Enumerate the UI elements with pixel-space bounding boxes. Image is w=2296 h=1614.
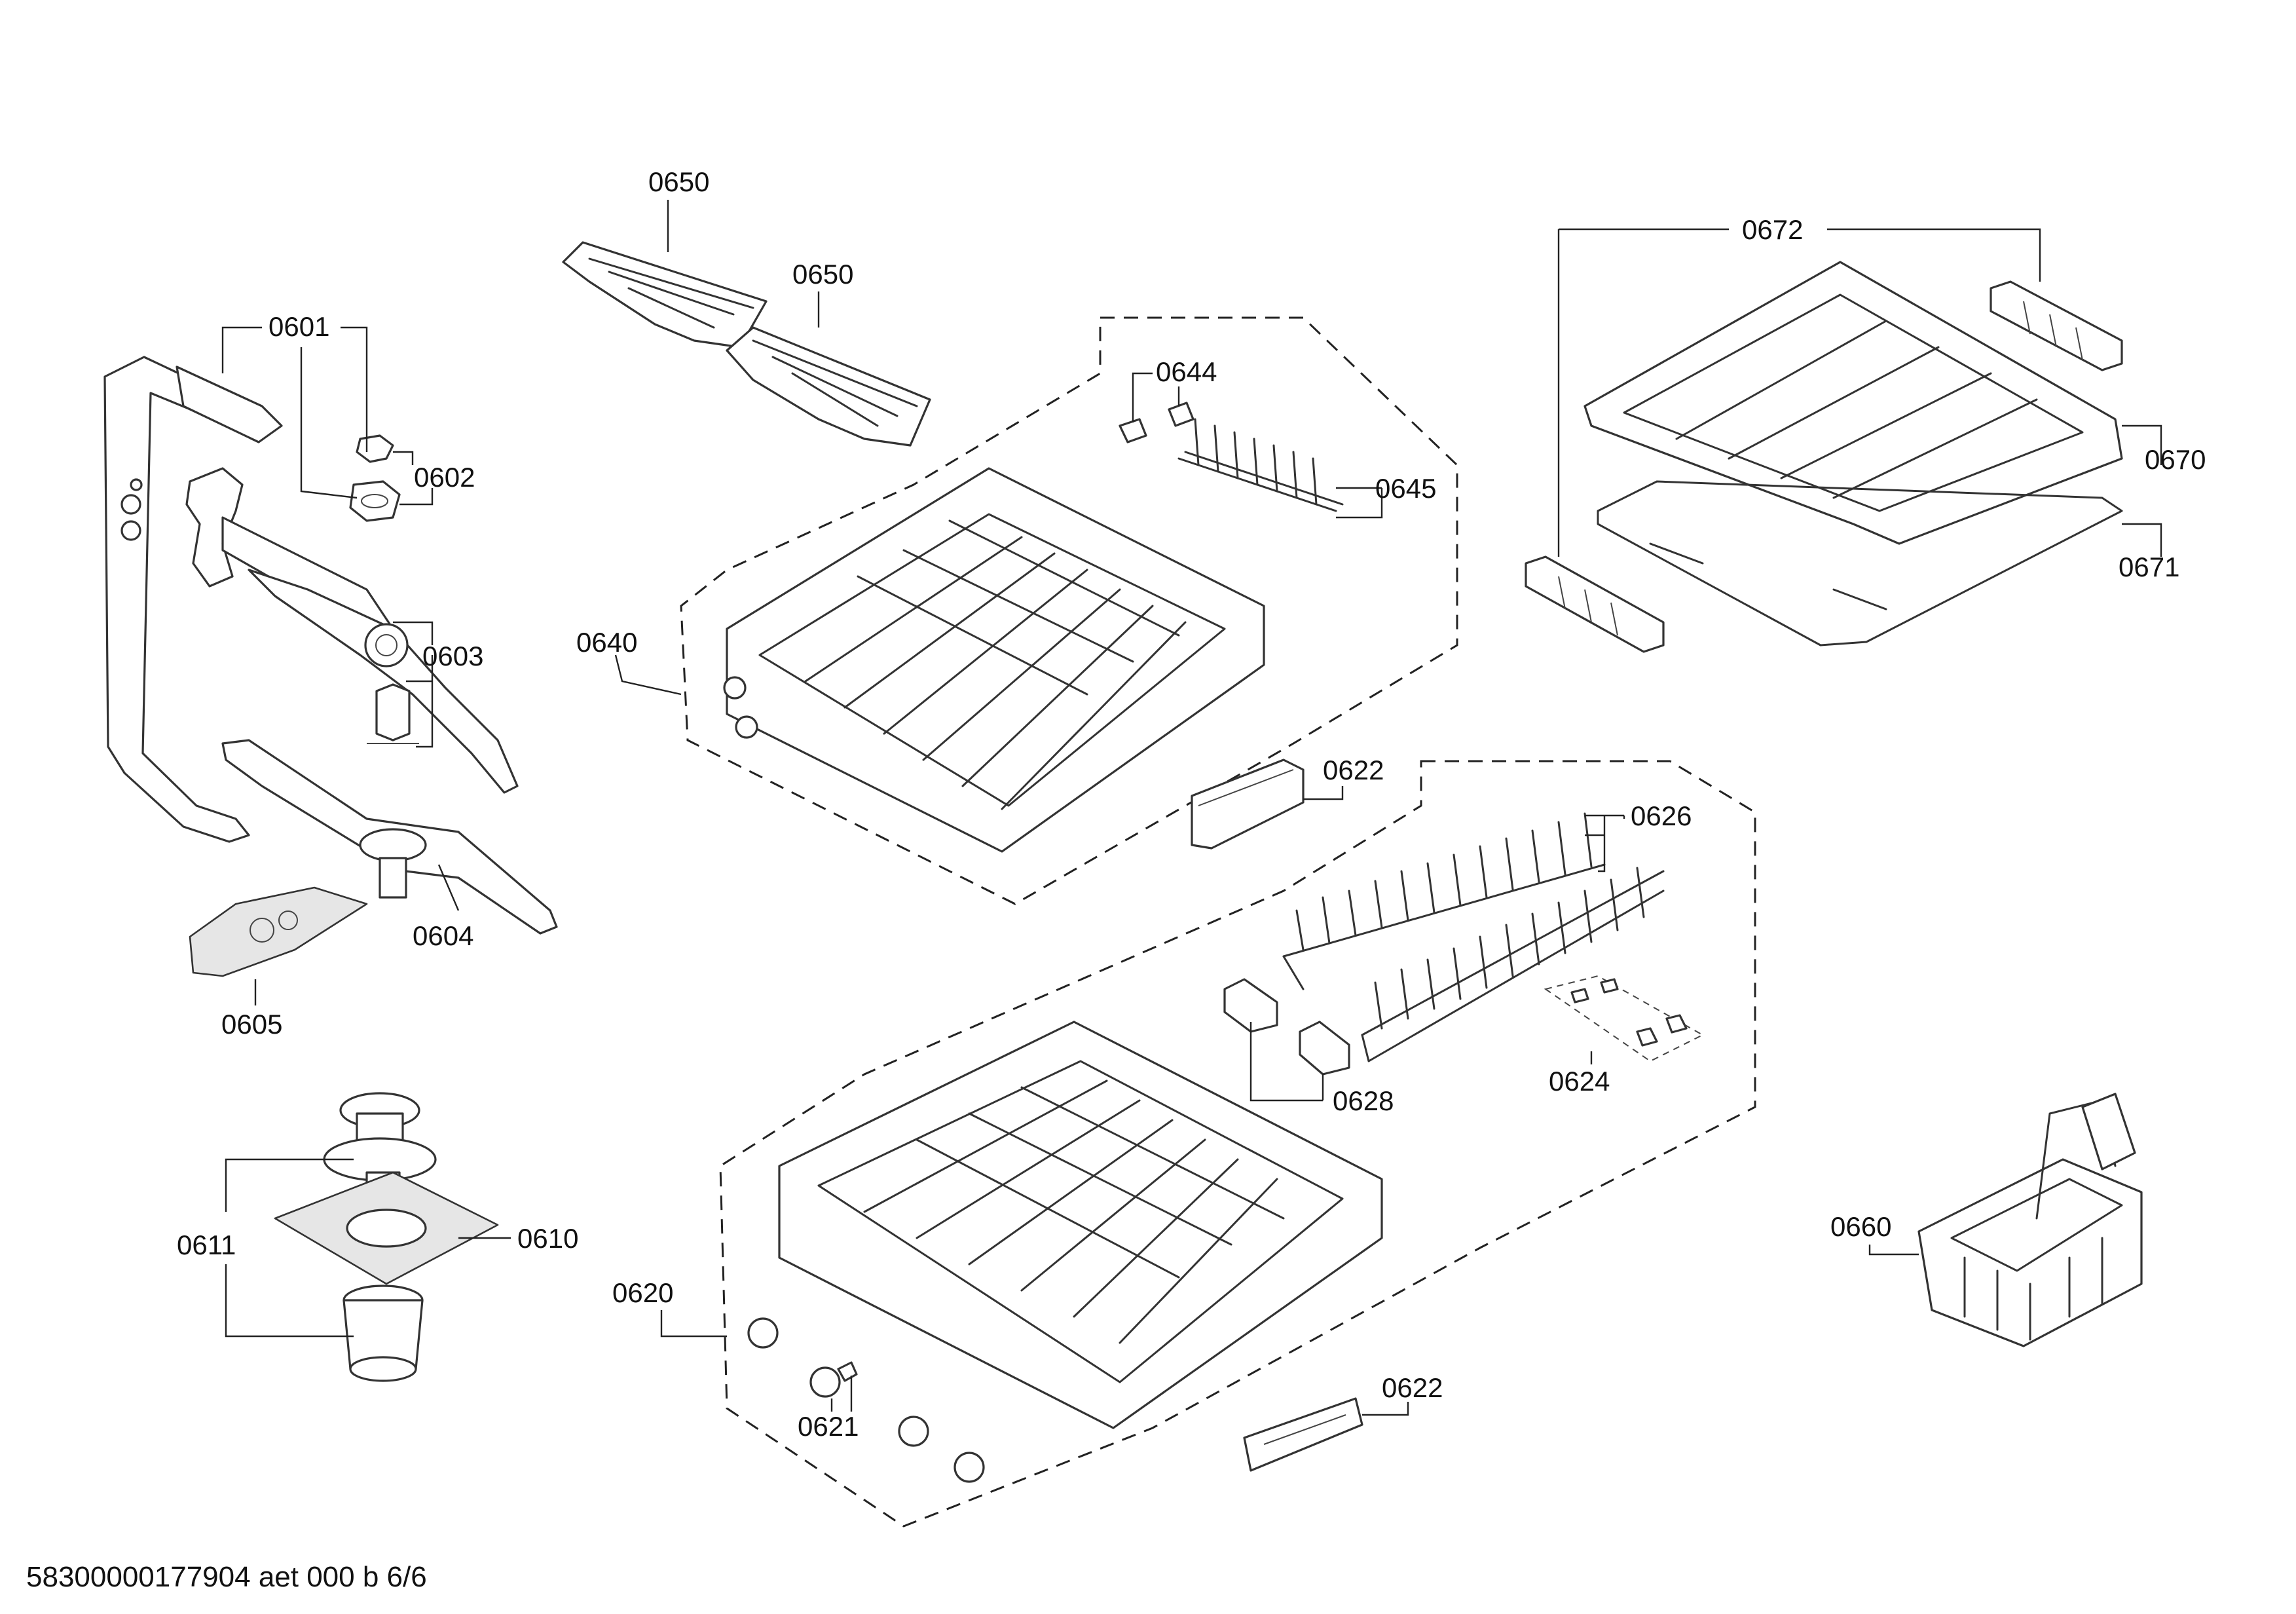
label-0602: 0602: [414, 462, 475, 493]
clip-0644: [1119, 402, 1194, 443]
label-0640: 0640: [576, 627, 637, 658]
label-0611: 0611: [177, 1229, 236, 1260]
leader-0628: [1250, 1022, 1324, 1102]
label-0645: 0645: [1375, 473, 1436, 504]
lower-spray-arm: [221, 739, 558, 935]
tray-rail-right-0672: [1990, 280, 2123, 371]
cutlery-tray-0670: [1583, 261, 2123, 545]
cup-shelf-0650-lower: [726, 326, 931, 447]
label-0650-lower: 0650: [792, 259, 853, 290]
mounting-bracket-0601: [349, 434, 401, 522]
leader-0626: [1585, 814, 1625, 873]
drawing-reference-footer: 58300000177904 aet 000 b 6/6: [26, 1561, 427, 1593]
leader-0670: [2122, 424, 2162, 465]
leader-0602: [393, 451, 434, 506]
leader-0622a: [1303, 786, 1344, 800]
label-0626: 0626: [1631, 800, 1692, 831]
label-0605: 0605: [221, 1009, 282, 1040]
cup-shelf-0650-upper: [562, 241, 768, 348]
label-0644: 0644: [1156, 356, 1217, 387]
upper-spray-arm: [248, 569, 519, 794]
spray-arm-cover-0605: [189, 886, 368, 977]
leader-0660: [1868, 1245, 1919, 1256]
spray-supply-pipe: [103, 356, 283, 843]
upper-rack-group-outline: [680, 316, 1458, 905]
rack-handle-0622-upper: [1191, 759, 1305, 850]
label-0603: 0603: [422, 641, 483, 671]
lower-basket-0620: [778, 1021, 1383, 1429]
label-0620: 0620: [612, 1277, 673, 1308]
leader-0604: [437, 864, 460, 911]
leader-0620: [660, 1310, 727, 1338]
leader-0671: [2122, 523, 2162, 557]
leader-0644: [1132, 372, 1180, 422]
leader-0640: [614, 654, 682, 696]
leader-0672: [1557, 228, 2041, 557]
filter-assembly: [274, 1092, 499, 1382]
label-0671: 0671: [2119, 552, 2179, 582]
lower-rack-group-outline: [719, 760, 1756, 1528]
label-0670: 0670: [2145, 444, 2206, 475]
tray-frame-0671: [1597, 480, 2123, 647]
leader-0621: [830, 1376, 853, 1412]
upper-basket-0640: [723, 467, 1265, 853]
label-0621: 0621: [798, 1411, 859, 1442]
leader-0622b: [1362, 1402, 1409, 1416]
cutlery-basket-0660: [1917, 1093, 2143, 1347]
label-0672: 0672: [1742, 214, 1803, 245]
label-0610: 0610: [517, 1223, 578, 1254]
label-0660: 0660: [1830, 1211, 1891, 1242]
rack-wheels-0621: [747, 1317, 985, 1483]
leader-0645: [1336, 487, 1383, 519]
leader-0603: [393, 621, 434, 748]
label-0601: 0601: [268, 311, 329, 342]
leader-0611: [225, 1158, 354, 1338]
label-0622-upper: 0622: [1323, 755, 1384, 785]
label-0624: 0624: [1549, 1066, 1610, 1097]
leader-0601: [221, 326, 368, 499]
clips-0624: [1544, 975, 1705, 1062]
label-0604: 0604: [413, 920, 473, 951]
plate-rack-0626: [1282, 812, 1665, 1062]
label-0622-lower: 0622: [1382, 1372, 1443, 1403]
tray-rail-left-0672: [1525, 555, 1665, 653]
fold-hinge-0628: [1223, 978, 1350, 1076]
label-0628: 0628: [1333, 1085, 1394, 1116]
tine-row-0645: [1177, 418, 1344, 512]
rack-handle-0622-lower: [1243, 1397, 1363, 1472]
label-0650-upper: 0650: [648, 166, 709, 197]
